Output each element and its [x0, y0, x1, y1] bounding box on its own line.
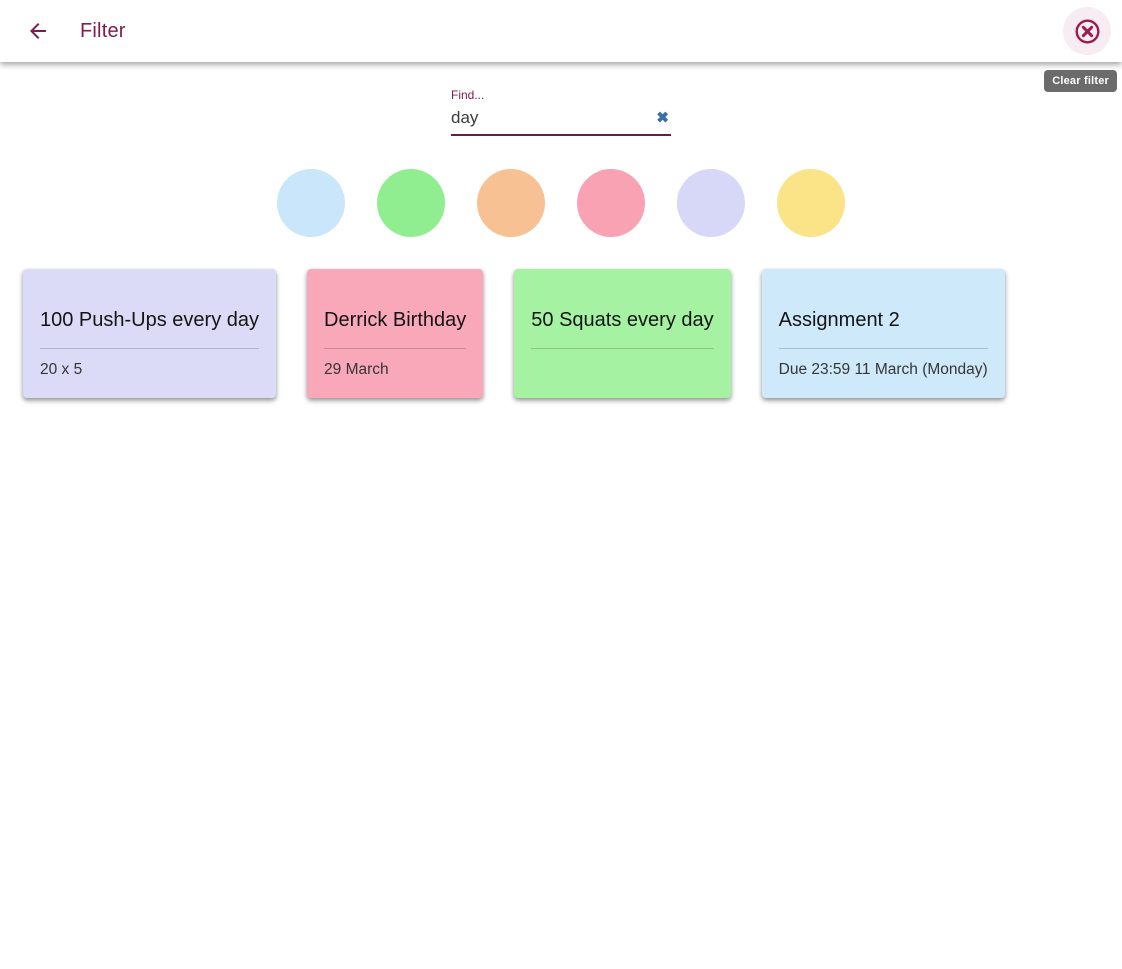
color-filter-green[interactable] — [377, 169, 445, 237]
app-bar: Filter — [0, 0, 1122, 62]
note-divider — [531, 348, 714, 349]
note-subtitle: 20 x 5 — [40, 361, 83, 378]
color-filter-yellow[interactable] — [777, 169, 845, 237]
note-divider — [40, 348, 260, 349]
note-card[interactable]: Derrick Birthday 29 March — [307, 269, 484, 398]
note-subtitle: 29 March — [324, 361, 389, 378]
note-title: Assignment 2 — [778, 309, 900, 331]
note-title: Derrick Birthday — [324, 309, 467, 331]
find-field: ✖ — [451, 104, 671, 136]
color-filter-light-blue[interactable] — [277, 169, 345, 237]
color-filter-lavender[interactable] — [677, 169, 745, 237]
notes-list: 100 Push-Ups every day 20 x 5 Derrick Bi… — [23, 269, 1122, 398]
circle-x-icon — [1074, 18, 1101, 45]
color-filter-row — [0, 169, 1122, 237]
note-card[interactable]: 100 Push-Ups every day 20 x 5 — [23, 269, 277, 398]
note-title: 50 Squats every day — [531, 309, 714, 331]
note-subtitle — [531, 361, 713, 380]
arrow-left-icon — [26, 19, 50, 43]
note-title: 100 Push-Ups every day — [40, 309, 260, 331]
find-input[interactable] — [451, 104, 671, 134]
find-field-container: Find... ✖ — [451, 88, 671, 136]
note-card[interactable]: Assignment 2 Due 23:59 11 March (Monday) — [761, 269, 1005, 398]
clear-filter-tooltip: Clear filter — [1044, 70, 1117, 92]
note-subtitle: Due 23:59 11 March (Monday) — [778, 361, 988, 378]
x-icon: ✖ — [656, 109, 669, 127]
clear-search-button[interactable]: ✖ — [654, 109, 671, 128]
note-divider — [778, 348, 988, 349]
clear-filter-button[interactable] — [1063, 7, 1111, 55]
back-button[interactable] — [14, 7, 62, 55]
note-divider — [324, 348, 467, 349]
color-filter-pink[interactable] — [577, 169, 645, 237]
color-filter-peach[interactable] — [477, 169, 545, 237]
page-title: Filter — [80, 19, 126, 42]
note-card[interactable]: 50 Squats every day — [514, 269, 731, 398]
find-label: Find... — [451, 88, 485, 102]
